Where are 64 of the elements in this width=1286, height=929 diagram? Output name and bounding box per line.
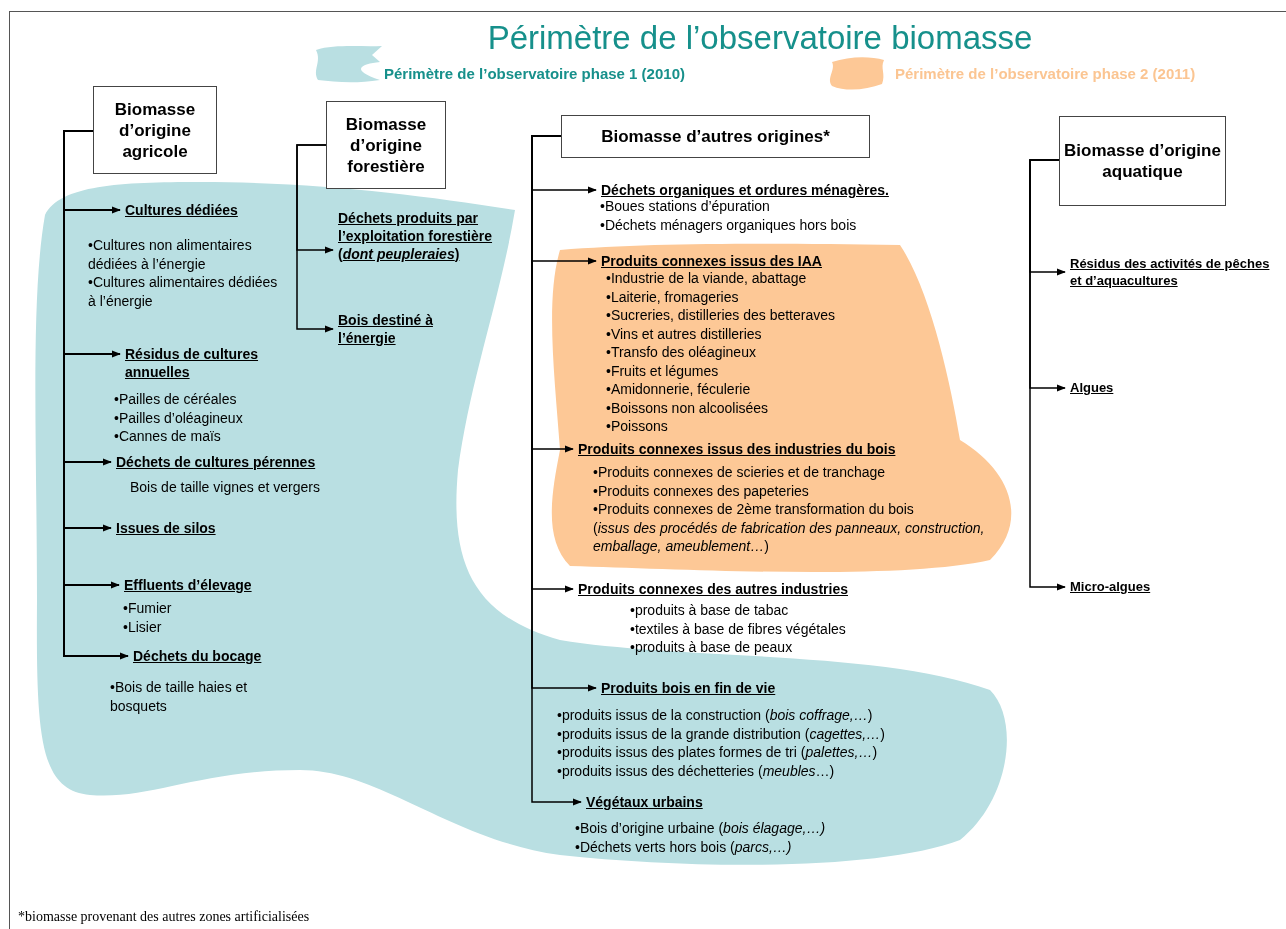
list-item: •Laiterie, fromageries — [606, 287, 740, 306]
list-item: •Produits connexes de 2ème transformation du bois — [593, 500, 915, 519]
list-item: •Pailles d’oléagineux — [114, 408, 244, 427]
subcategory-heading: Végétaux urbains — [586, 793, 704, 811]
list-item: •Cultures alimentaires dédiées à l’énergie — [88, 273, 278, 310]
subcategory-heading: Produits connexes issus des IAA — [601, 252, 823, 270]
list-item: •Vins et autres distilleries — [606, 324, 763, 343]
list-item: •produits issus des plates formes de tri (palettes,…) — [557, 743, 879, 762]
list-item: •Transfo des oléagineux — [606, 343, 757, 362]
list-item: •Pailles de céréales — [114, 390, 238, 409]
legend-label: Périmètre de l’observatoire phase 2 (2011) — [895, 64, 1196, 84]
arrow — [296, 144, 334, 333]
subcategory-heading: Déchets produits par l’exploitation forestière (dont peupleraies) — [338, 209, 494, 263]
subcategory-heading: Déchets de cultures pérennes — [116, 453, 317, 471]
category-title: Biomasse d’autres origines* — [601, 126, 830, 147]
category-box — [93, 86, 217, 174]
list-item: •produits issus de la grande distribution (cagettes,…) — [557, 724, 886, 743]
list-item: •Boues stations d’épuration — [600, 198, 771, 216]
category-title: Biomasse d’origine forestière — [344, 113, 428, 177]
list-item: •Cannes de maïs — [114, 427, 222, 446]
subcategory-heading: Produits connexes issus des industries du bois — [578, 440, 897, 458]
category-box — [1059, 116, 1226, 206]
arrow — [1029, 159, 1066, 591]
subcategory-heading: Algues — [1070, 379, 1115, 396]
list-item: •Déchets verts hors bois (parcs,…) — [575, 837, 793, 856]
list-item: •Produits connexes de scieries et de tranchage — [593, 463, 887, 482]
list-item: •Amidonnerie, féculerie — [606, 380, 752, 399]
subcategory-heading: Résidus des activités de pêches et d’aquacultures — [1070, 255, 1271, 289]
subcategory-heading: Résidus de cultures annuelles — [125, 345, 260, 381]
category-title: Biomasse d’origine aquatique — [1064, 140, 1221, 182]
category-box — [561, 115, 870, 158]
subcategory-heading: Effluents d’élevage — [124, 576, 253, 594]
category-title: Biomasse d’origine agricole — [113, 98, 197, 162]
subcategory-heading: Cultures dédiées — [125, 201, 239, 219]
list-item: •Boissons non alcoolisées — [606, 398, 770, 417]
list-item: •Fruits et légumes — [606, 361, 720, 380]
list-item: (issus des procédés de fabrication des panneaux, construction, emballage, ameublement…) — [593, 518, 986, 556]
list-item: •Cultures non alimentaires dédiées à l’énergie — [88, 236, 253, 273]
subcategory-heading: Micro-algues — [1070, 578, 1152, 595]
list-item: •produits issus des déchetteries (meubles…) — [557, 761, 836, 780]
subcategory-heading: Produits connexes des autres industries — [578, 580, 849, 598]
subcategory-heading: Bois destiné à l’énergie — [338, 311, 434, 347]
legend-label: Périmètre de l’observatoire phase 1 (2010) — [384, 64, 685, 84]
list-item: •textiles à base de fibres végétales — [630, 619, 847, 638]
category-box — [326, 101, 446, 189]
list-item: Bois de taille vignes et vergers — [130, 478, 321, 497]
list-item: •Lisier — [123, 617, 163, 636]
list-item: •Poissons — [606, 417, 669, 436]
list-item: •Bois de taille haies et bosquets — [110, 678, 249, 715]
subcategory-heading: Déchets du bocage — [133, 647, 263, 665]
subcategory-heading: Issues de silos — [116, 519, 217, 537]
list-item: •produits issus de la construction (bois coffrage,…) — [557, 706, 874, 725]
list-item: •Fumier — [123, 599, 173, 618]
list-item: •Déchets ménagers organiques hors bois — [600, 215, 858, 234]
subcategory-heading: Produits bois en fin de vie — [601, 679, 777, 697]
list-item: •produits à base de tabac — [630, 601, 790, 620]
list-item: •produits à base de peaux — [630, 638, 794, 657]
list-item: •Industrie de la viande, abattage — [606, 269, 808, 288]
title: Périmètre de l’observatoire biomasse — [486, 18, 1034, 58]
footnote: *biomasse provenant des autres zones artificialisées — [18, 908, 310, 926]
list-item: •Bois d’origine urbaine (bois élagage,…) — [575, 819, 827, 838]
list-item: •Sucreries, distilleries des betteraves — [606, 306, 836, 325]
list-item: •Produits connexes des papeteries — [593, 481, 810, 500]
subcategory-heading: Déchets organiques et ordures ménagères. — [601, 181, 890, 199]
